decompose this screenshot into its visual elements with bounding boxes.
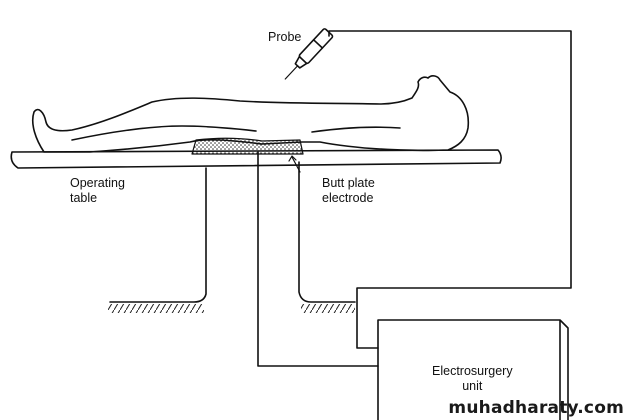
probe-cable bbox=[328, 30, 572, 349]
electrosurgery-unit-label-line2: unit bbox=[462, 379, 483, 393]
table-pedestal-left bbox=[109, 167, 207, 303]
patient-arm-detail bbox=[311, 126, 401, 133]
butt-plate-label-line2: electrode bbox=[322, 191, 374, 205]
floor-hatching-left bbox=[108, 304, 204, 313]
patient-body bbox=[31, 75, 470, 153]
operating-table-label-line1: Operating bbox=[70, 176, 125, 190]
butt-plate-label: Butt plate electrode bbox=[322, 176, 375, 206]
probe-label: Probe bbox=[268, 30, 302, 44]
butt-plate-pointer bbox=[291, 156, 301, 173]
operating-table-label-line2: table bbox=[70, 191, 98, 205]
operating-table-top bbox=[10, 149, 502, 169]
table-pedestal-right bbox=[298, 161, 356, 303]
butt-plate-electrode bbox=[191, 137, 304, 155]
patient-leg-detail bbox=[71, 125, 257, 141]
electrosurgery-unit-label: Electrosurgery unit bbox=[432, 364, 513, 394]
electrosurgery-unit-label-line1: Electrosurgery bbox=[432, 364, 513, 378]
butt-plate-label-line1: Butt plate bbox=[322, 176, 375, 190]
electrosurgery-unit-box bbox=[377, 319, 569, 420]
operating-table-label: Operating table bbox=[70, 176, 125, 206]
watermark: muhadharaty.com bbox=[448, 398, 624, 418]
floor-hatching-right bbox=[301, 304, 355, 313]
butt-plate-pointer-head bbox=[288, 155, 297, 162]
return-cable bbox=[257, 151, 379, 367]
